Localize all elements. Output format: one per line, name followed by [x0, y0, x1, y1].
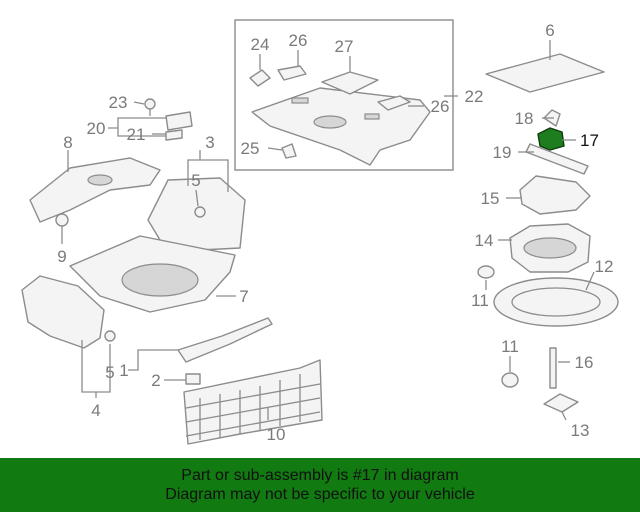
callout-9: 9 [57, 247, 66, 266]
callout-23: 23 [109, 93, 128, 112]
push-retainer-9[interactable] [55, 213, 69, 227]
callout-6: 6 [545, 21, 554, 40]
trunk-lid-trim-8[interactable] [29, 157, 161, 223]
callout-5-upper: 5 [191, 171, 200, 190]
hold-down-nut-11-upper[interactable] [477, 265, 495, 279]
callout-22: 22 [465, 87, 484, 106]
callout-4: 4 [91, 401, 100, 420]
trunk-floor-tray-12[interactable] [493, 277, 619, 327]
rear-shelf-inset-box [234, 19, 454, 171]
jack-handle-17[interactable] [537, 127, 565, 151]
callout-11-lower: 11 [501, 337, 519, 356]
callout-26-left: 26 [289, 31, 308, 50]
callout-12: 12 [595, 257, 614, 276]
exploded-parts-diagram: 6 18 17 19 15 14 11 12 11 16 13 22 26 27… [21, 19, 619, 445]
callout-16: 16 [575, 353, 594, 372]
clip-21[interactable] [165, 129, 183, 141]
callout-15: 15 [481, 189, 500, 208]
fastener-23[interactable] [144, 98, 156, 116]
jack-15[interactable] [519, 175, 591, 215]
bracket-20[interactable] [165, 111, 193, 131]
callout-11-upper: 11 [471, 291, 489, 310]
retainer-5-lower[interactable] [104, 330, 116, 342]
callout-7: 7 [239, 287, 248, 306]
callout-5-lower: 5 [105, 363, 114, 382]
hold-down-bolt-16[interactable] [549, 347, 557, 389]
callout-27: 27 [335, 37, 354, 56]
side-trim-panel-4[interactable] [21, 275, 105, 349]
cargo-net-10[interactable] [183, 359, 323, 445]
callout-3: 3 [205, 133, 214, 152]
retainer-5-upper[interactable] [194, 206, 206, 218]
notice-banner: Part or sub-assembly is #17 in diagram D… [0, 458, 640, 512]
callout-18: 18 [515, 109, 534, 128]
callout-21: 21 [127, 125, 146, 144]
sill-plate-1[interactable] [177, 317, 273, 363]
callout-10: 10 [267, 425, 286, 444]
callout-25: 25 [241, 139, 260, 158]
callout-26-right: 26 [431, 97, 450, 116]
callout-8: 8 [63, 133, 72, 152]
notice-line-1: Part or sub-assembly is #17 in diagram [181, 467, 459, 484]
cover-clip-26-right[interactable] [377, 95, 411, 111]
callout-20: 20 [87, 119, 106, 138]
callout-19: 19 [493, 143, 512, 162]
callout-2: 2 [151, 371, 160, 390]
leader-lines [61, 40, 595, 421]
wrench-19[interactable] [525, 143, 589, 175]
cover-clip-24[interactable] [249, 69, 271, 87]
speaker-cover-27[interactable] [321, 71, 379, 95]
retainer-25[interactable] [281, 143, 297, 159]
spare-tire-tray-14[interactable] [509, 223, 591, 273]
callout-24: 24 [251, 35, 270, 54]
clip-2[interactable] [185, 373, 201, 385]
notice-line-2: Diagram may not be specific to your vehi… [165, 486, 475, 503]
floor-trim-panel-7[interactable] [69, 235, 236, 313]
callout-13: 13 [571, 421, 590, 440]
callout-14: 14 [475, 231, 494, 250]
load-floor-6[interactable] [485, 53, 605, 93]
callout-17: 17 [580, 131, 599, 150]
cover-clip-26-left[interactable] [277, 65, 307, 81]
callout-1: 1 [119, 361, 128, 380]
bracket-13[interactable] [543, 393, 579, 413]
hold-down-nut-11-lower[interactable] [501, 372, 519, 388]
